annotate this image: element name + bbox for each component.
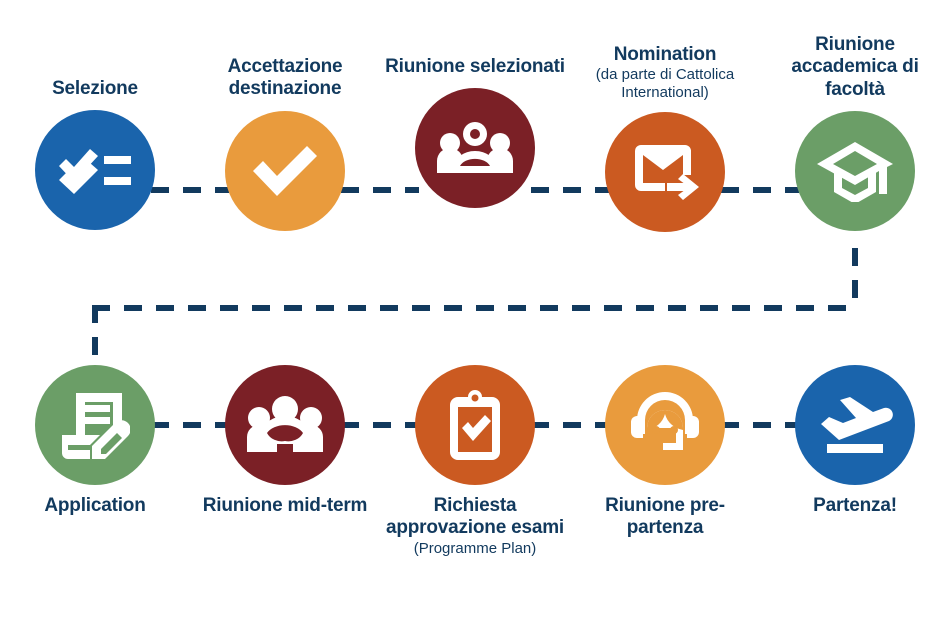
step-nomination-sublabel: (da parte di Cattolica International) — [595, 66, 735, 102]
connector-top-1-2 — [151, 187, 229, 193]
connector-bottom-3-4 — [531, 422, 609, 428]
flight-takeoff-icon — [817, 394, 893, 456]
step-richiesta-approvazione-esami[interactable]: Richiesta approvazione esami (Programme … — [380, 365, 570, 558]
step-partenza-label: Partenza! — [813, 495, 897, 516]
step-riunione-selezionati[interactable]: Riunione selezionati — [380, 56, 570, 209]
step-application-label: Application — [44, 495, 146, 516]
step-application-circle[interactable] — [35, 365, 155, 485]
step-accettazione-destinazione-label: Accettazione destinazione — [227, 56, 343, 100]
step-selezione-circle[interactable] — [35, 110, 155, 231]
step-accettazione-destinazione[interactable]: Accettazione destinazione — [190, 56, 380, 231]
step-riunione-selezionati-label: Riunione selezionati — [385, 56, 565, 77]
connector-top-4-5 — [721, 187, 799, 193]
headset-person-icon — [629, 390, 701, 460]
document-edit-icon — [60, 391, 130, 459]
step-nomination-circle[interactable] — [605, 112, 725, 233]
connector-top-2-3 — [341, 187, 419, 193]
step-riunione-mid-term-label: Riunione mid-term — [202, 495, 368, 516]
send-email-icon — [629, 141, 701, 203]
step-riunione-accademica-di-facolta[interactable]: Riunione accademica di facoltà — [760, 34, 950, 232]
step-riunione-mid-term-circle[interactable] — [225, 365, 345, 485]
step-riunione-pre-partenza-label: Riunione pre-partenza — [605, 495, 725, 539]
connector-top-3-4 — [531, 187, 609, 193]
step-riunione-accademica-di-facolta-circle[interactable] — [795, 111, 915, 232]
step-partenza-circle[interactable] — [795, 365, 915, 485]
group-people-icon — [437, 120, 513, 176]
step-nomination-label: Nomination (da parte di Cattolica Intern… — [570, 44, 760, 102]
step-application[interactable]: Application — [0, 365, 190, 517]
step-richiesta-approvazione-esami-title: Richiesta approvazione esami — [385, 495, 565, 539]
graduation-cap-icon — [817, 140, 893, 203]
step-riunione-accademica-di-facolta-label: Riunione accademica di facoltà — [791, 34, 919, 100]
checklist-icon — [57, 140, 133, 200]
step-riunione-mid-term[interactable]: Riunione mid-term — [190, 365, 380, 517]
check-icon — [250, 143, 320, 199]
connector-return-horizontal — [92, 305, 858, 311]
step-riunione-selezionati-circle[interactable] — [415, 88, 535, 209]
step-riunione-pre-partenza[interactable]: Riunione pre-partenza — [570, 365, 760, 540]
step-accettazione-destinazione-circle[interactable] — [225, 110, 345, 231]
step-riunione-pre-partenza-circle[interactable] — [605, 365, 725, 485]
connector-bottom-4-5 — [721, 422, 799, 428]
step-richiesta-approvazione-esami-label: Richiesta approvazione esami (Programme … — [380, 495, 570, 558]
connector-return-vertical-left — [92, 305, 98, 365]
step-selezione[interactable]: Selezione — [0, 78, 190, 231]
clipboard-check-icon — [442, 390, 508, 460]
people-group-filled-icon — [247, 396, 323, 454]
step-selezione-label: Selezione — [52, 78, 138, 99]
step-nomination[interactable]: Nomination (da parte di Cattolica Intern… — [570, 44, 760, 233]
connector-return-vertical-right — [852, 248, 858, 311]
step-richiesta-approvazione-esami-sublabel: (Programme Plan) — [413, 539, 537, 557]
connector-bottom-2-3 — [341, 422, 419, 428]
step-partenza[interactable]: Partenza! — [760, 365, 950, 517]
connector-bottom-1-2 — [151, 422, 229, 428]
step-nomination-title: Nomination — [613, 44, 717, 65]
step-richiesta-approvazione-esami-circle[interactable] — [415, 365, 535, 485]
